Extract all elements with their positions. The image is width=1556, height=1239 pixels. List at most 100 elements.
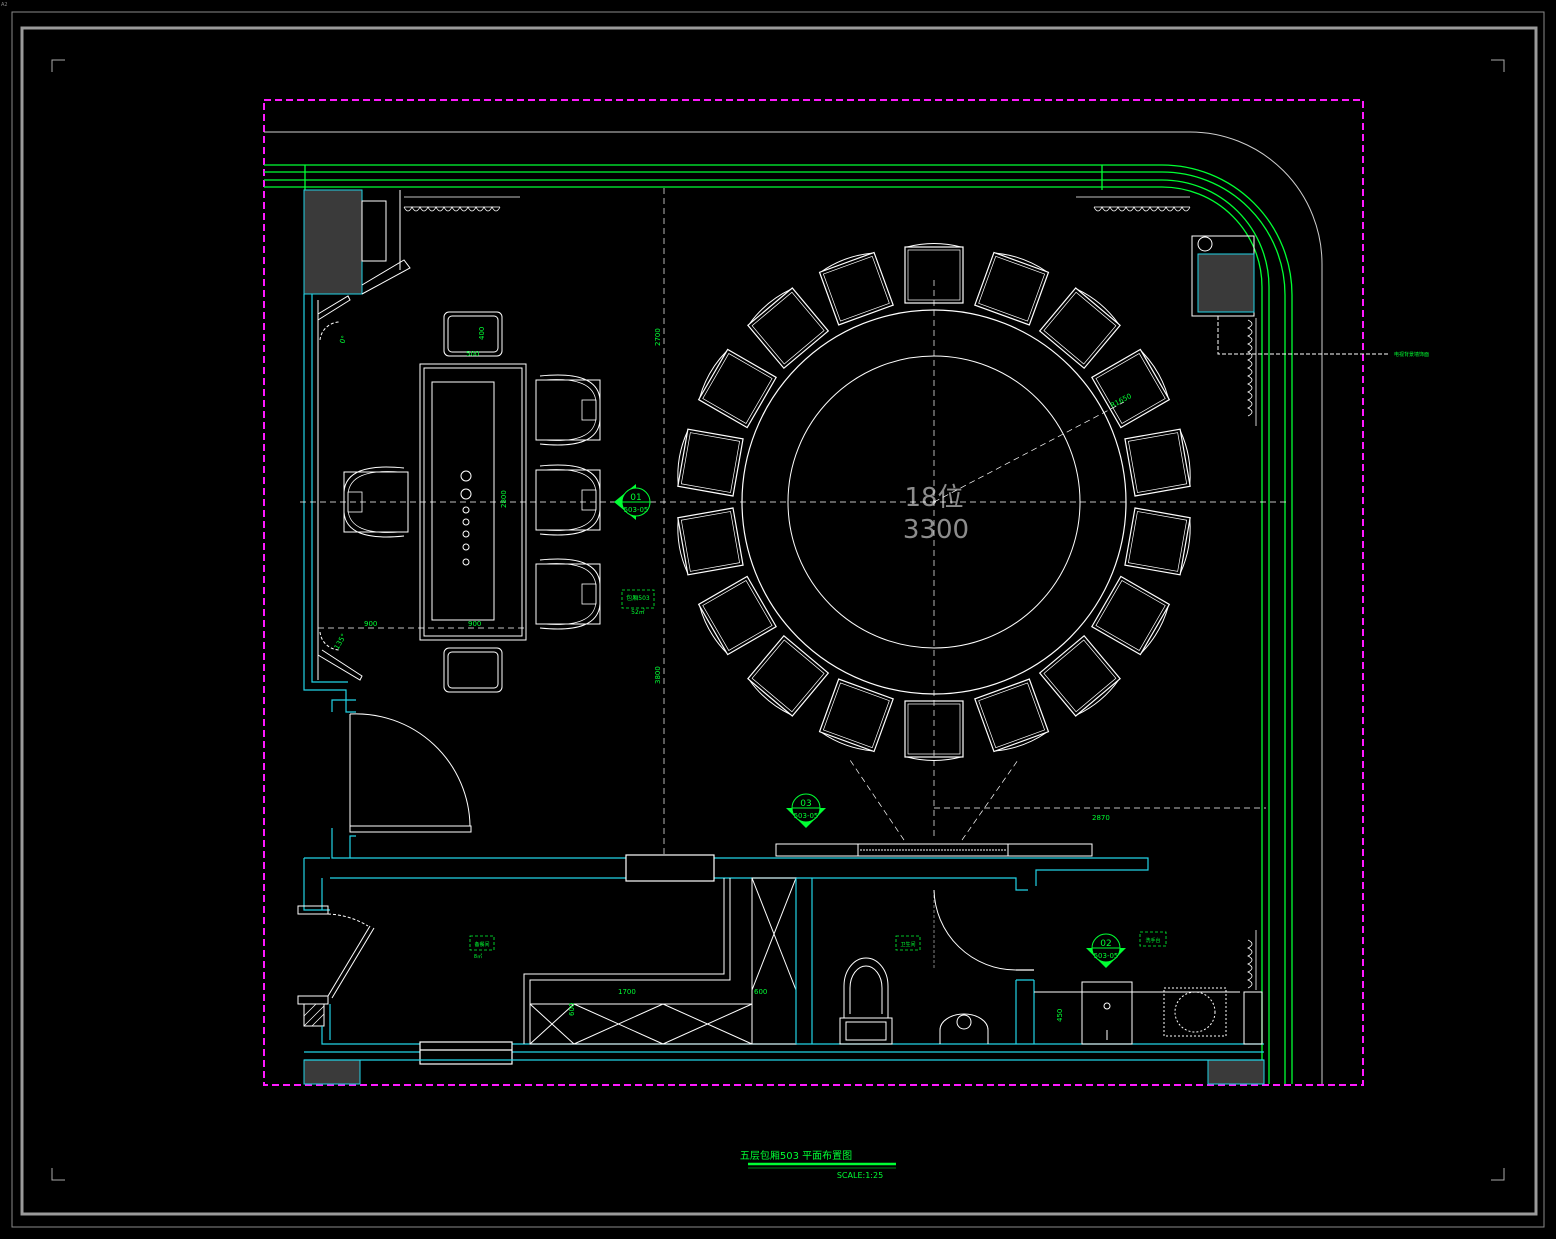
- dim-450: 450: [1056, 1009, 1064, 1022]
- index-marker-03-num: 03: [800, 799, 811, 809]
- squat-fixture: [939, 1013, 989, 1044]
- pantry-walls: [304, 1004, 1264, 1065]
- dim-400: 400: [478, 327, 486, 340]
- round-chair: [974, 251, 1050, 326]
- left-wall: [303, 294, 356, 859]
- index-marker-01-num: 01: [630, 493, 641, 503]
- dim-2870: 2870: [1092, 814, 1110, 822]
- room-tag-pantry-area: 8㎡: [474, 953, 482, 960]
- dim-900a: 900: [364, 620, 377, 628]
- index-marker-03: 03 503-05: [786, 793, 826, 828]
- round-chair: [1124, 428, 1191, 497]
- round-chair: [677, 428, 744, 497]
- round-chair: [1038, 634, 1121, 717]
- armchair: [535, 558, 601, 630]
- wash-basin: [1034, 981, 1263, 1045]
- dim-1700: 1700: [618, 988, 636, 996]
- room-tag-main: 包厢503 52㎡: [621, 589, 655, 616]
- index-marker-01-ref: 503-05: [624, 506, 649, 514]
- round-chairs: [677, 243, 1191, 761]
- main-door[interactable]: [349, 713, 472, 833]
- room-tag-main-name: 包厢503: [626, 594, 650, 602]
- room-tag-basin: 洗手台: [1139, 931, 1167, 947]
- left-wall-detail: [317, 295, 363, 681]
- room-tag-main-area: 52㎡: [631, 608, 645, 616]
- room-tag-basin-name: 洗手台: [1145, 937, 1160, 944]
- stool-bottom: [443, 647, 503, 693]
- curtain-wall-green: [264, 164, 1293, 1084]
- radius-tag: R1650: [1109, 392, 1133, 410]
- wc-walls: [795, 878, 1035, 1044]
- index-marker-01: 01 503-05: [614, 484, 651, 520]
- round-chair: [747, 634, 830, 717]
- tv-cabinet: [1191, 235, 1255, 317]
- leader-line: [1217, 316, 1390, 355]
- dim-500: 500: [466, 350, 479, 358]
- round-chair: [1038, 287, 1121, 370]
- round-chair: [818, 251, 894, 326]
- index-marker-03-ref: 503-05: [794, 812, 819, 820]
- drawing-title: 五层包厢503 平面布置图: [740, 1149, 852, 1162]
- column-bottom-right: [1207, 1059, 1265, 1085]
- curtain-right: [1247, 318, 1257, 990]
- drawing-boundary: [263, 99, 1364, 1086]
- pantry-door[interactable]: [297, 905, 375, 1005]
- room-tag-wc: 卫生间: [895, 935, 921, 951]
- wc-door[interactable]: [933, 889, 1017, 971]
- partition-wall: [303, 854, 1149, 911]
- index-marker-02: 02 503-05: [1086, 933, 1126, 968]
- round-chair: [818, 678, 894, 753]
- round-chair: [1091, 348, 1171, 429]
- pantry-counter: [523, 877, 797, 1045]
- column-top-left: [303, 189, 363, 295]
- dim-900b: 900: [468, 620, 481, 628]
- index-marker-02-ref: 503-05: [1094, 952, 1119, 960]
- round-chair: [904, 243, 964, 304]
- armchair: [343, 466, 409, 538]
- round-chair: [747, 287, 830, 370]
- seats-label: 18位: [904, 483, 963, 513]
- column-bottom-left: [303, 1059, 361, 1085]
- room-tag-wc-name: 卫生间: [900, 941, 915, 948]
- dim-2700: 2700: [654, 328, 662, 346]
- index-marker-02-num: 02: [1100, 939, 1111, 949]
- pantry-column-hatch: [303, 1003, 325, 1027]
- room-tag-pantry: 备餐间 8㎡: [469, 935, 495, 960]
- armchair: [535, 374, 601, 446]
- round-chair: [1124, 507, 1191, 576]
- dim-2800: 2800: [500, 490, 508, 508]
- curtain-top-left: [403, 196, 520, 212]
- sliding-panel: [775, 843, 1093, 857]
- leader-note: 电视背景墙饰面: [1394, 351, 1429, 358]
- curtain-top-right: [1076, 196, 1191, 212]
- armchair: [535, 464, 601, 536]
- round-chair: [697, 348, 777, 429]
- toilet: [839, 957, 893, 1045]
- diameter-label: 3300: [903, 515, 969, 545]
- room-tag-pantry-name: 备餐间: [474, 941, 489, 948]
- round-table-lazy-susan: [787, 355, 1081, 649]
- round-chair: [697, 575, 777, 656]
- dim-600b: 600: [568, 1003, 576, 1016]
- stool-bottom-inner: [447, 651, 499, 689]
- angle-tag-1: 0°: [338, 334, 348, 344]
- pantry-column: [303, 1003, 325, 1027]
- corner-marks: [51, 59, 1505, 1181]
- stool-top-inner: [447, 315, 499, 353]
- round-chair: [904, 700, 964, 761]
- sheet-frame-outer: [11, 11, 1545, 1228]
- tea-armchairs: [343, 374, 601, 630]
- round-table-top: [741, 309, 1127, 695]
- dim-3800: 3800: [654, 666, 662, 684]
- drawing-scale: SCALE:1:25: [837, 1171, 883, 1180]
- sheet-frame-inner: [20, 26, 1538, 1216]
- round-chair: [974, 678, 1050, 753]
- sheet-corner-text: A2: [1, 2, 8, 8]
- angle-tag-2: 135°: [333, 632, 348, 651]
- outer-wall-line: [264, 131, 1323, 1084]
- stool-top: [443, 311, 503, 357]
- center-lines: [300, 188, 1290, 856]
- round-chair: [1091, 575, 1171, 656]
- corner-cabinet: [361, 190, 411, 295]
